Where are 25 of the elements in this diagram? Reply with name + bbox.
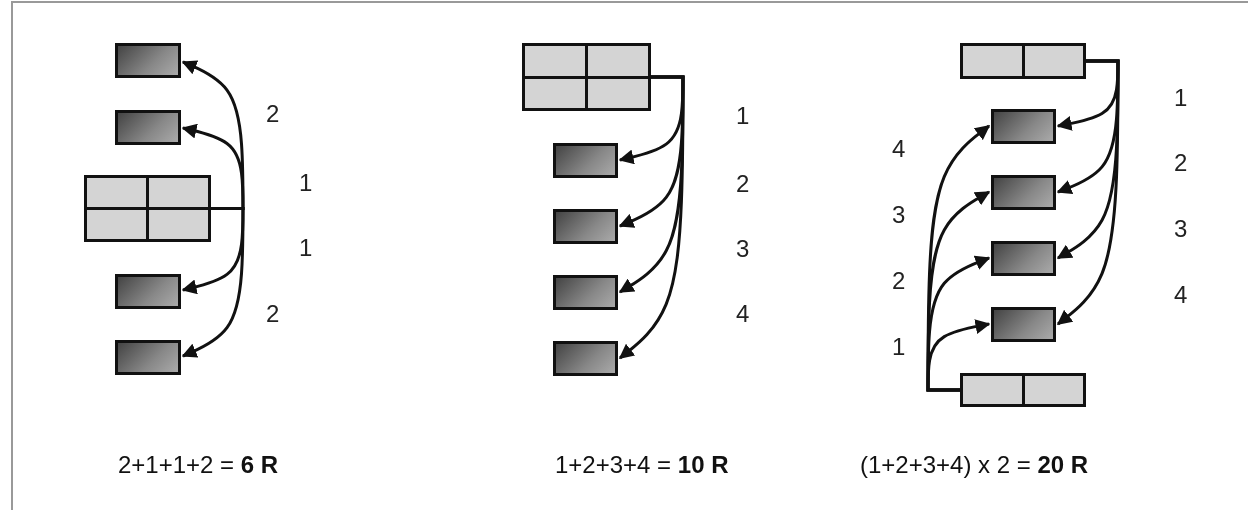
four-cell-block	[522, 43, 651, 111]
curved-arrow	[926, 255, 991, 392]
curved-arrow	[926, 319, 991, 392]
dark-block	[553, 275, 618, 310]
curved-arrow	[618, 75, 685, 360]
formula-text: (1+2+3+4) x 2 = 20 R	[860, 452, 1089, 479]
dark-block	[553, 143, 618, 178]
curved-arrow	[181, 207, 245, 358]
dark-block	[991, 307, 1056, 342]
two-cell-block	[960, 43, 1086, 79]
two-cell-block	[960, 373, 1086, 407]
curved-arrow	[1056, 59, 1120, 326]
dark-block	[991, 109, 1056, 144]
dark-block	[991, 241, 1056, 276]
dark-block	[115, 43, 181, 78]
dark-block	[553, 209, 618, 244]
dark-block	[553, 341, 618, 376]
dark-block	[115, 274, 181, 309]
four-cell-block	[84, 175, 211, 242]
formula-text: 2+1+1+2 = 6 R	[118, 452, 279, 479]
formula-text: 1+2+3+4 = 10 R	[555, 452, 729, 479]
dark-block	[991, 175, 1056, 210]
dark-block	[115, 110, 181, 145]
dark-block	[115, 340, 181, 375]
curved-arrow	[181, 123, 245, 210]
